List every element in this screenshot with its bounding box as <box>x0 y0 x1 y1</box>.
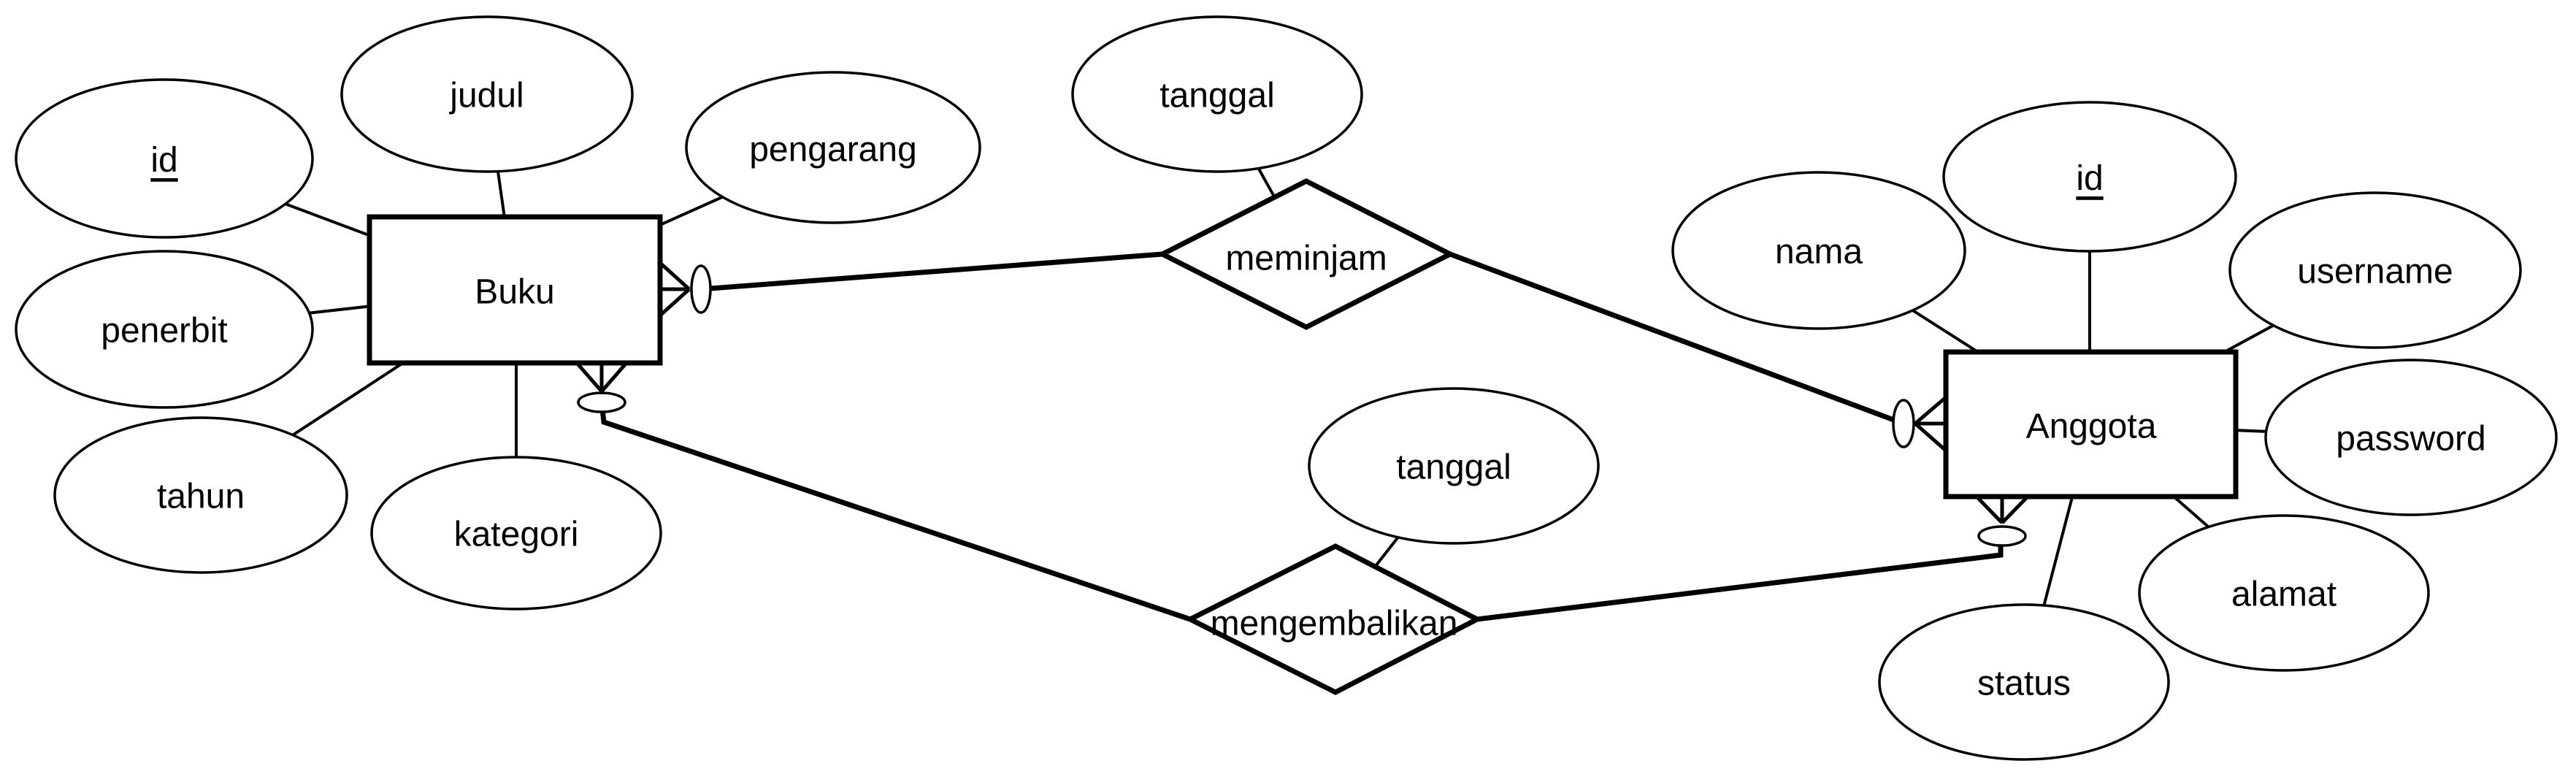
entity-rect-anggota <box>1943 349 2239 500</box>
cardinality-symbols <box>575 261 2029 547</box>
crowsfoot-many-icon <box>1914 396 1947 452</box>
entity-label-anggota: Anggota <box>2026 407 2157 446</box>
attribute-label-mengembalikan-tanggal: tanggal <box>1396 448 1511 487</box>
relationship-label-mengembalikan: mengembalikan <box>1211 605 1458 643</box>
crow-prong <box>575 361 603 393</box>
crowsfoot-many-icon <box>659 261 691 317</box>
diagram-labels: Buku Anggota meminjam mengembalikan id j… <box>101 77 2485 703</box>
attribute-ellipse-buku-kategori <box>370 456 662 610</box>
attribute-label-buku-pengarang: pengarang <box>749 131 917 169</box>
attribute-ellipse-anggota-status <box>1878 603 2170 761</box>
relationship-label-meminjam: meminjam <box>1225 240 1387 278</box>
attribute-label-anggota-nama: nama <box>1775 233 1863 272</box>
relline-meminjam-anggota <box>1449 251 1905 426</box>
attribute-ellipse-mengembalikan-tanggal <box>1308 387 1600 545</box>
zero-ring-icon <box>690 264 712 314</box>
attribute-label-meminjam-tanggal: tanggal <box>1159 77 1274 115</box>
attribute-ellipse-anggota-nama <box>1671 171 1966 330</box>
zero-ring-icon <box>577 391 626 413</box>
attribute-ellipse-anggota-username <box>2228 191 2522 349</box>
attribute-ellipse-buku-penerbit <box>15 250 314 409</box>
relline-mengembalikan-anggota <box>1476 536 2004 622</box>
crow-prong <box>1914 422 1947 452</box>
attribute-ellipse-anggota-password <box>2264 359 2558 516</box>
attribute-label-anggota-status: status <box>1977 665 2071 703</box>
attribute-label-anggota-password: password <box>2336 420 2485 459</box>
attribute-label-buku-kategori: kategori <box>454 516 579 554</box>
zero-ring-icon <box>1892 399 1915 448</box>
entity-label-buku: Buku <box>475 273 554 312</box>
entity-rect-buku <box>367 214 663 366</box>
attribute-ellipse-anggota-id <box>1942 101 2237 253</box>
zero-ring-icon <box>1977 525 2027 547</box>
relline-buku-meminjam <box>700 251 1163 292</box>
attribute-label-anggota-alamat: alamat <box>2231 575 2337 614</box>
crow-prong <box>659 288 691 317</box>
attribute-ellipse-buku-pengarang <box>685 71 981 224</box>
crow-prong <box>659 261 691 291</box>
relline-buku-mengembalikan <box>599 402 1192 622</box>
crowsfoot-many-icon <box>1975 495 2029 524</box>
attribute-label-buku-penerbit: penerbit <box>101 312 227 351</box>
attribute-label-buku-judul: judul <box>448 77 524 115</box>
attribute-label-buku-tahun: tahun <box>157 478 245 516</box>
crowsfoot-many-icon <box>575 361 628 393</box>
attribute-label-anggota-id: id <box>2076 159 2103 198</box>
crow-prong <box>1975 495 2004 524</box>
attribute-ellipse-anggota-alamat <box>2138 514 2430 672</box>
crow-prong <box>1914 396 1947 425</box>
diagram-shapes <box>15 15 2558 761</box>
attribute-label-buku-id: id <box>150 141 177 180</box>
attribute-ellipse-buku-judul <box>340 15 634 173</box>
attribute-ellipse-buku-id <box>15 78 314 239</box>
attribute-ellipse-buku-tahun <box>53 416 348 574</box>
attribute-label-anggota-username: username <box>2297 253 2453 291</box>
crow-prong <box>600 361 628 393</box>
attribute-ellipse-meminjam-tanggal <box>1071 15 1363 173</box>
crow-prong <box>2001 495 2029 524</box>
